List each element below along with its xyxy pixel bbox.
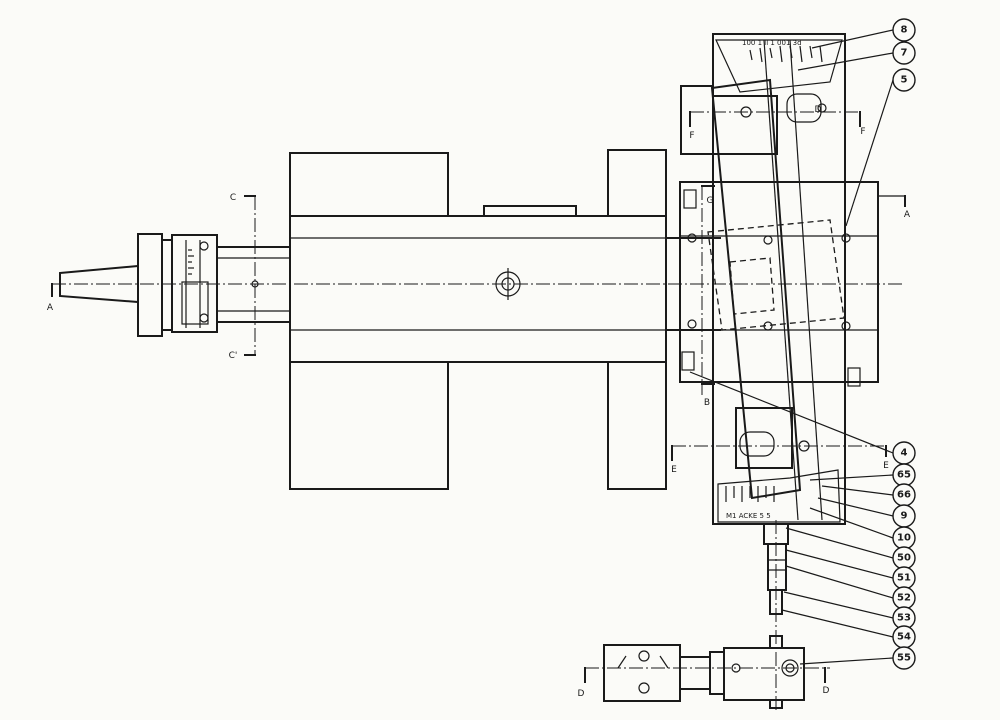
svg-text:51: 51 (897, 573, 911, 584)
svg-text:52: 52 (897, 593, 911, 604)
head-bolts (681, 189, 861, 387)
bottom-scale: M1 ACKE 5 5 (717, 469, 841, 523)
section-e: E E (671, 445, 889, 475)
svg-text:9: 9 (901, 511, 908, 522)
svg-text:53: 53 (897, 613, 911, 624)
bottom-assembly (585, 630, 830, 712)
callout-65: 65 (892, 463, 916, 487)
callout-50: 50 (892, 546, 916, 570)
svg-text:10: 10 (897, 533, 911, 544)
top-scale: 100 1 ll 1 001 3d (715, 39, 843, 93)
bottom-scale-text: M1 ACKE 5 5 (726, 512, 771, 520)
svg-text:8: 8 (901, 25, 908, 36)
section-label-c-top: C (230, 193, 236, 203)
section-label-d-right: D (823, 686, 830, 696)
callout-4: 4 (892, 441, 916, 465)
section-label-d-left: D (578, 689, 585, 699)
main-housing (289, 149, 667, 490)
callout-5: 5 (892, 68, 916, 92)
section-label-f-right: F (860, 127, 865, 137)
section-c: C C' (229, 193, 256, 361)
section-g: G (701, 185, 715, 395)
center-bolt (495, 268, 521, 300)
section-label-e-left: E (671, 465, 677, 475)
callout-51: 51 (892, 566, 916, 590)
top-scale-text: 100 1 ll 1 001 3d (742, 39, 802, 47)
lead-screw (763, 520, 789, 630)
section-a: A A (47, 195, 911, 313)
leader-lines (689, 29, 894, 665)
section-f: F F (689, 111, 866, 141)
callout-55: 55 (892, 646, 916, 670)
swivel-head: 100 1 ll 1 001 3d M1 ACKE 5 5 (679, 33, 879, 525)
svg-text:55: 55 (897, 653, 911, 664)
dial-scale-ticks (188, 249, 194, 275)
quill (216, 246, 291, 323)
section-label-b: B (704, 398, 710, 408)
callout-52: 52 (892, 586, 916, 610)
callout-54: 54 (892, 625, 916, 649)
section-label-f-left: F (689, 131, 694, 141)
section-label-a-left: A (47, 303, 54, 313)
section-d: D D D (578, 105, 830, 699)
dial-head (137, 233, 218, 337)
svg-text:7: 7 (901, 48, 908, 59)
callout-9: 9 (892, 504, 916, 528)
section-label-e-right: E (883, 461, 889, 471)
callout-10: 10 (892, 526, 916, 550)
section-label-g: G (707, 196, 714, 206)
svg-text:66: 66 (897, 490, 911, 501)
svg-text:5: 5 (901, 75, 908, 86)
section-label-c-bottom: C' (229, 351, 238, 361)
callouts: 8 7 5 4 65 66 9 10 50 51 52 53 54 55 (892, 18, 916, 670)
section-label-a-right: A (904, 210, 911, 220)
svg-text:54: 54 (897, 632, 911, 643)
svg-text:65: 65 (897, 470, 911, 481)
callout-8: 8 (892, 18, 916, 42)
section-label-d-top: D (815, 105, 822, 115)
callout-7: 7 (892, 41, 916, 65)
section-b: B (701, 383, 715, 408)
svg-text:50: 50 (897, 553, 911, 564)
svg-text:4: 4 (901, 448, 908, 459)
callout-66: 66 (892, 483, 916, 507)
